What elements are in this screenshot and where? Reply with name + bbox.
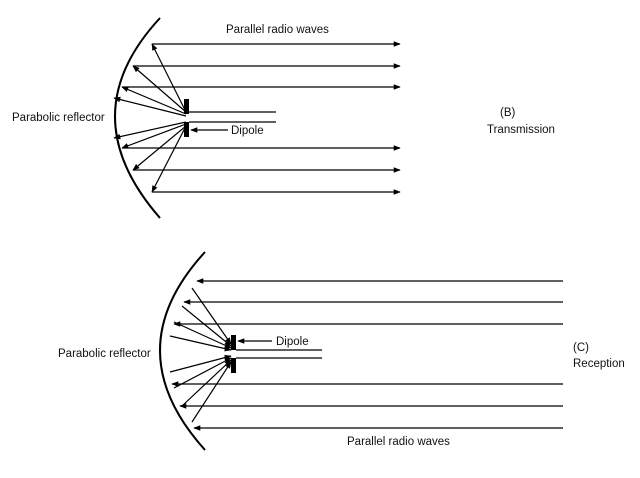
transmission-reflector [114, 17, 161, 219]
transmission-ray [132, 125, 187, 171]
reception-ray [169, 354, 232, 373]
reception-panel-label: Reception [573, 358, 625, 370]
dipole-element-lower [184, 122, 189, 137]
transmission-rays [113, 43, 187, 193]
transmission-panel: Parallel radio waves Parabolic reflector… [12, 17, 555, 219]
transmission-dipole-label: Dipole [231, 125, 264, 137]
reception-ray [181, 359, 232, 407]
reception-dipole [231, 335, 322, 373]
reception-rays [169, 287, 232, 423]
transmission-reflector-label: Parabolic reflector [12, 112, 105, 124]
transmission-dipole [184, 99, 276, 137]
transmission-ray [113, 96, 187, 117]
transmission-ray [132, 65, 187, 113]
dipole-element-upper [231, 335, 236, 350]
transmission-waves-label: Parallel radio waves [226, 24, 329, 36]
reception-ray [191, 287, 232, 345]
transmission-panel-id: (B) [500, 107, 516, 119]
transmission-ray [151, 43, 187, 113]
reception-ray [181, 305, 232, 347]
transmission-panel-label: Transmission [487, 124, 555, 136]
reception-panel: Parallel radio waves Parabolic reflector… [58, 251, 625, 451]
reception-ray [169, 335, 232, 352]
reception-reflector-label: Parabolic reflector [58, 348, 151, 360]
transmission-parallel-waves [122, 41, 401, 195]
reception-parallel-waves [171, 278, 563, 431]
reception-ray [173, 357, 232, 389]
dipole-element-lower [231, 358, 236, 373]
dipole-element-upper [184, 99, 189, 114]
reception-panel-id: (C) [573, 342, 589, 354]
reception-reflector [159, 251, 206, 451]
reception-ray [191, 361, 232, 423]
transmission-ray [121, 86, 187, 115]
transmission-ray [151, 125, 187, 193]
reception-waves-label: Parallel radio waves [347, 436, 450, 448]
reception-dipole-label: Dipole [276, 336, 309, 348]
transmission-ray [113, 121, 187, 140]
reception-ray [173, 321, 232, 349]
transmission-ray [121, 123, 187, 149]
